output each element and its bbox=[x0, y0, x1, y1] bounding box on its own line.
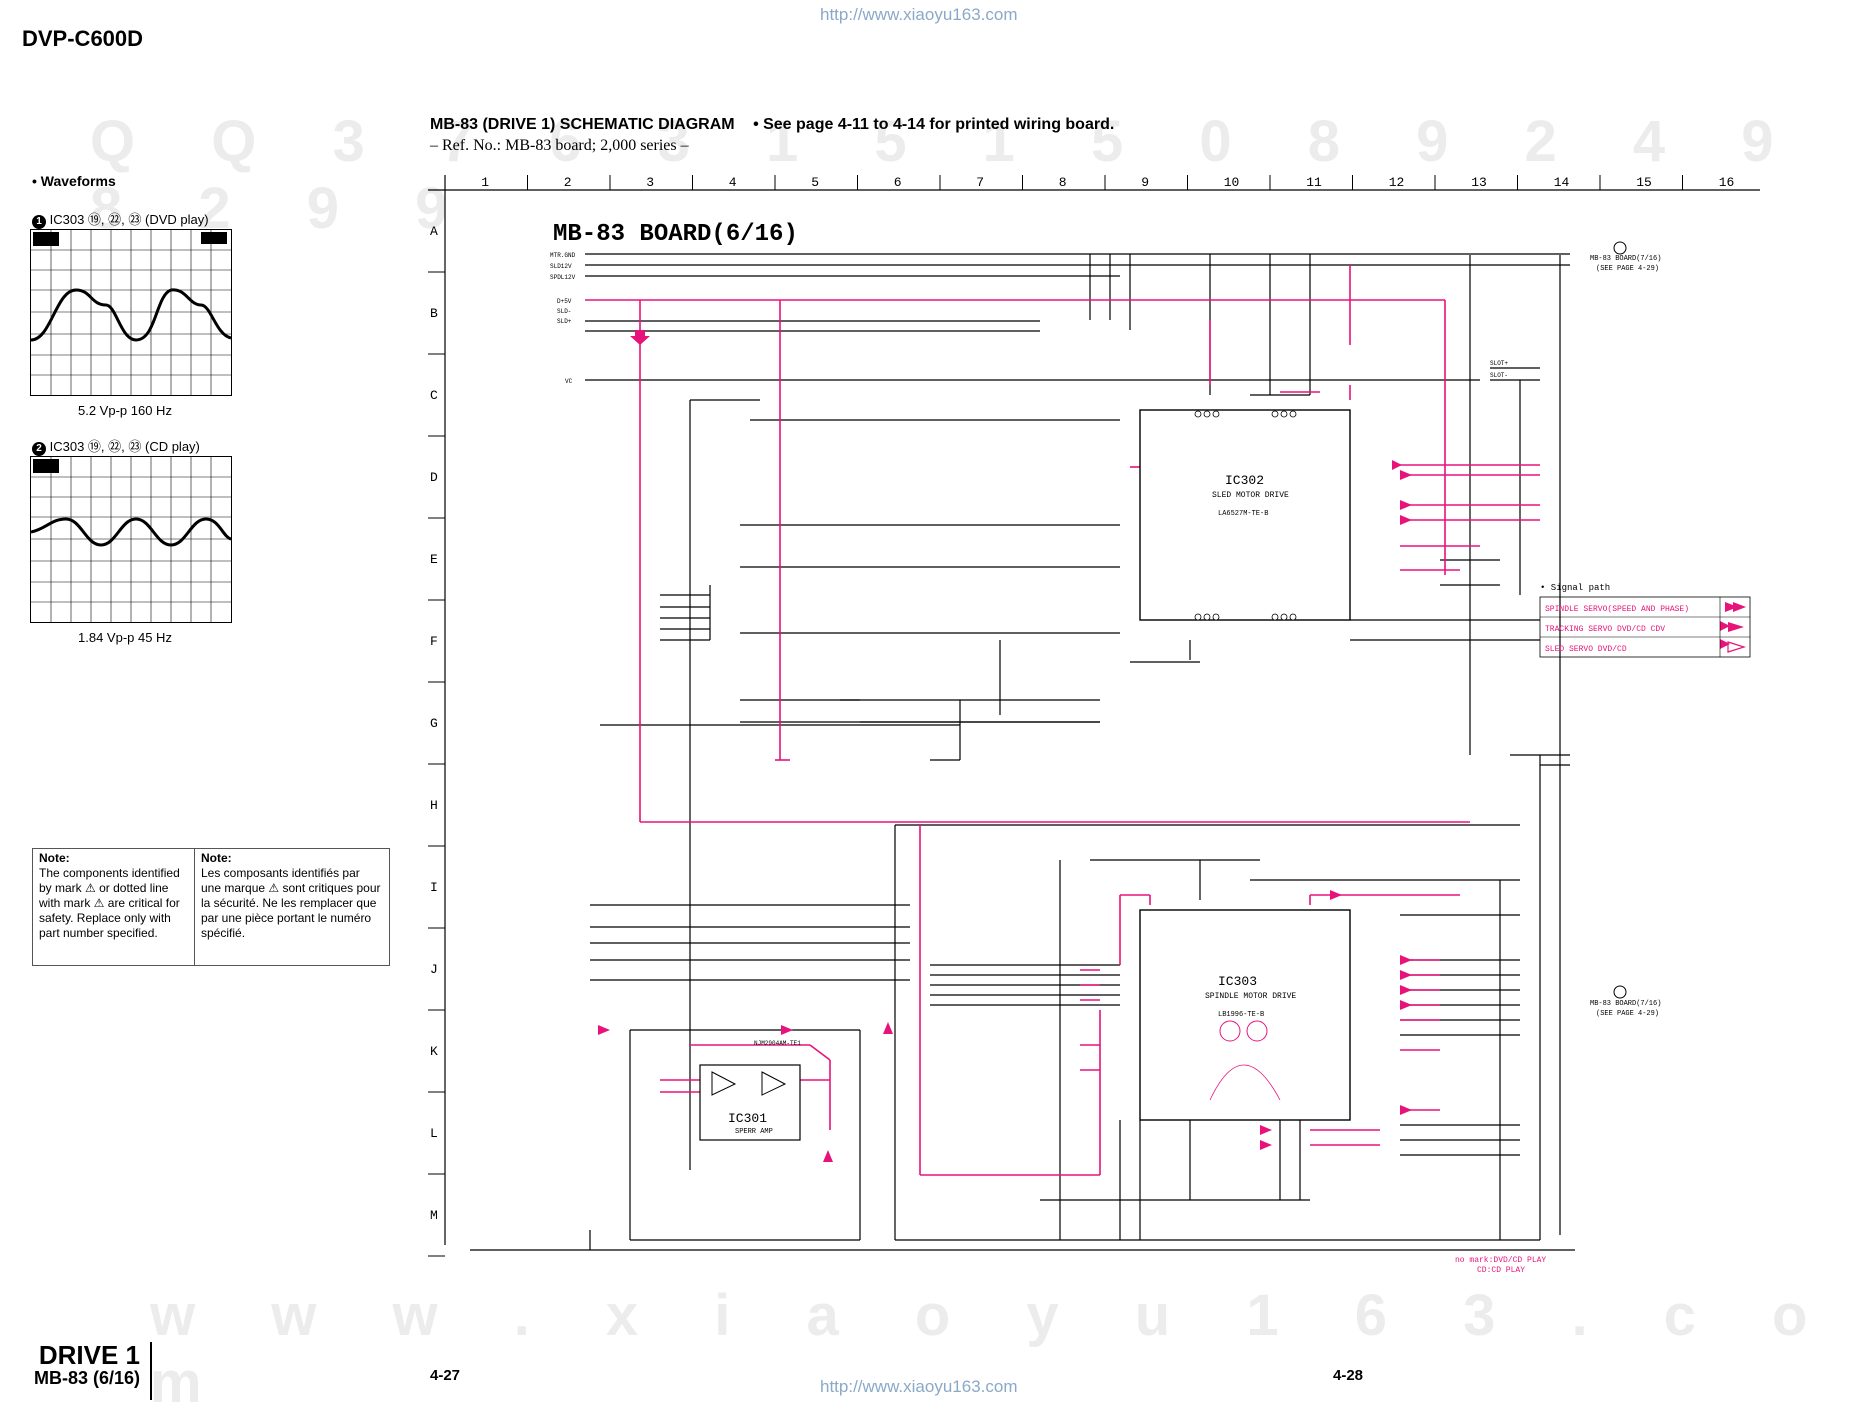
grid-row-label: K bbox=[430, 1044, 438, 1059]
diagram-title: MB-83 (DRIVE 1) SCHEMATIC DIAGRAM • See … bbox=[430, 116, 1114, 134]
ic302-box bbox=[1139, 409, 1351, 621]
waveform-2-value: 1.84 Vp-p 45 Hz bbox=[78, 630, 172, 645]
grid-col-label: 10 bbox=[1224, 175, 1240, 190]
right-net-slot-minus: SLOT- bbox=[1490, 372, 1508, 379]
legend-sled: SLED SERVO DVD/CD bbox=[1545, 645, 1627, 654]
waveform-1-scope bbox=[30, 229, 232, 396]
board-title: MB-83 BOARD(6/16) bbox=[553, 221, 798, 248]
ic303-box bbox=[1139, 909, 1351, 1121]
grid-col-label: 6 bbox=[894, 175, 902, 190]
note-en-title: Note: bbox=[39, 851, 70, 865]
ic302-name: IC302 bbox=[1225, 473, 1264, 488]
grid-row-label: J bbox=[430, 962, 438, 977]
left-net-d5v: D+5V bbox=[557, 298, 572, 305]
legend-sled-arrow-icon bbox=[1727, 641, 1747, 653]
grid-col-label: 1 bbox=[481, 175, 489, 190]
grid-row-label: E bbox=[430, 552, 438, 567]
legend-tracking: TRACKING SERVO DVD/CD CDV bbox=[1545, 625, 1665, 634]
grid-col-label: 15 bbox=[1636, 175, 1652, 190]
left-net-spdl12v: SPDL12V bbox=[550, 274, 576, 281]
grid-row-label: A bbox=[430, 224, 438, 239]
ic302-pins bbox=[1194, 410, 1297, 621]
see-note: • See page 4-11 to 4-14 for printed wiri… bbox=[753, 116, 1115, 133]
ic303-desc: SPINDLE MOTOR DRIVE bbox=[1205, 992, 1296, 1001]
legend-spindle: SPINDLE SERVO(SPEED AND PHASE) bbox=[1545, 605, 1689, 614]
grid-col-label: 13 bbox=[1471, 175, 1487, 190]
drive-board: MB-83 (6/16) bbox=[33, 1368, 140, 1388]
header-url[interactable]: http://www.xiaoyu163.com bbox=[820, 5, 1018, 24]
ic302-code: LA6527M-TE-B bbox=[1218, 510, 1268, 518]
grid-col-label: 7 bbox=[976, 175, 984, 190]
ic301-code: NJM2904AM-TE1 bbox=[754, 1040, 801, 1047]
left-net-vc: VC bbox=[565, 378, 573, 385]
waveform-2-number-icon: 2 bbox=[32, 442, 46, 456]
grid-row-label: D bbox=[430, 470, 438, 485]
footer-url[interactable]: http://www.xiaoyu163.com bbox=[820, 1377, 1018, 1396]
top-right-connector: MB-83 BOARD(7/16) bbox=[1590, 255, 1661, 263]
grid-row-label: C bbox=[430, 388, 438, 403]
grid-col-label: 14 bbox=[1554, 175, 1570, 190]
grid-col-label: 4 bbox=[729, 175, 737, 190]
grid-row-label: F bbox=[430, 634, 438, 649]
diagram-title-text: MB-83 (DRIVE 1) SCHEMATIC DIAGRAM bbox=[430, 116, 735, 133]
drive-title: DRIVE 1 bbox=[38, 1340, 140, 1370]
note-french: Note: Les composants identifiés par une … bbox=[195, 849, 389, 965]
legend-box bbox=[1539, 596, 1751, 658]
grid-col-label: 9 bbox=[1141, 175, 1149, 190]
grid-row-label: I bbox=[430, 880, 438, 895]
safety-note: Note: The components identified by mark … bbox=[32, 848, 390, 966]
watermark-bottom: w w w . x i a o y u 1 6 3 . c o m bbox=[150, 1283, 1838, 1415]
grid-col-label: 3 bbox=[646, 175, 654, 190]
play-note-1: no mark:DVD/CD PLAY bbox=[1455, 1256, 1546, 1265]
grid-col-label: 5 bbox=[811, 175, 819, 190]
left-net-sld-minus: SLD- bbox=[557, 308, 571, 315]
top-right-connector-see: (SEE PAGE 4-29) bbox=[1596, 265, 1659, 273]
ref-note: – Ref. No.: MB-83 board; 2,000 series – bbox=[430, 137, 689, 154]
waveform-1-number-icon: 1 bbox=[32, 215, 46, 229]
left-net-mtrgnd: MTR.GND bbox=[550, 252, 576, 259]
legend-spindle-arrow-icon bbox=[1725, 602, 1738, 612]
legend-title: • Signal path bbox=[1540, 583, 1610, 593]
ic303-code: LB1996-TE-B bbox=[1218, 1011, 1264, 1019]
right-net-slot-plus: SLOT+ bbox=[1490, 360, 1508, 367]
legend-tracking-arrow-icon bbox=[1728, 622, 1744, 632]
waveform-1-caption: 1 IC303 ⑲, ㉒, ㉓ (DVD play) bbox=[32, 209, 209, 229]
ic301-box bbox=[699, 1064, 801, 1141]
model-title: DVP-C600D bbox=[22, 26, 144, 51]
grid-col-label: 8 bbox=[1059, 175, 1067, 190]
grid-row-label: B bbox=[430, 306, 438, 321]
drive-block: DRIVE 1 MB-83 (6/16) bbox=[10, 1342, 152, 1400]
grid-row-label: L bbox=[430, 1126, 438, 1141]
waveform-2-scope bbox=[30, 456, 232, 623]
watermark-top: Q Q 3 7 6 3 1 5 1 5 0 8 9 2 4 9 8 2 9 9 bbox=[90, 109, 1804, 241]
note-fr-title: Note: bbox=[201, 851, 232, 865]
grid-col-label: 12 bbox=[1389, 175, 1405, 190]
ic301-name: IC301 bbox=[728, 1111, 767, 1126]
waveform-1-value: 5.2 Vp-p 160 Hz bbox=[78, 403, 172, 418]
waveform-2-caption: 2 IC303 ⑲, ㉒, ㉓ (CD play) bbox=[32, 436, 200, 456]
note-fr-text: Les composants identifiés par une marque… bbox=[201, 866, 381, 940]
waveform-2-label: IC303 ⑲, ㉒, ㉓ (CD play) bbox=[49, 439, 200, 454]
left-net-sld12v: SLD12V bbox=[550, 263, 572, 270]
bottom-right-connector: MB-83 BOARD(7/16) bbox=[1590, 1000, 1661, 1008]
grid-col-label: 2 bbox=[564, 175, 572, 190]
ic301-desc: SPERR AMP bbox=[735, 1128, 773, 1136]
bottom-right-connector-see: (SEE PAGE 4-29) bbox=[1596, 1010, 1659, 1018]
grid-col-label: 11 bbox=[1306, 175, 1322, 190]
play-note-2: CD:CD PLAY bbox=[1477, 1266, 1525, 1275]
page-right: 4-28 bbox=[1333, 1367, 1364, 1384]
ic302-desc: SLED MOTOR DRIVE bbox=[1212, 491, 1289, 500]
waveforms-heading: • Waveforms bbox=[32, 173, 116, 189]
page-left: 4-27 bbox=[430, 1367, 461, 1384]
grid-col-label: 16 bbox=[1719, 175, 1735, 190]
note-english: Note: The components identified by mark … bbox=[33, 849, 195, 965]
note-en-text: The components identified by mark ⚠ or d… bbox=[39, 866, 180, 940]
grid-row-label: H bbox=[430, 798, 438, 813]
grid-row-label: M bbox=[430, 1208, 438, 1223]
waveform-1-label: IC303 ⑲, ㉒, ㉓ (DVD play) bbox=[49, 212, 209, 227]
ic303-name: IC303 bbox=[1218, 974, 1257, 989]
grid-row-label: G bbox=[430, 716, 438, 731]
left-net-sld-plus: SLD+ bbox=[557, 318, 572, 325]
